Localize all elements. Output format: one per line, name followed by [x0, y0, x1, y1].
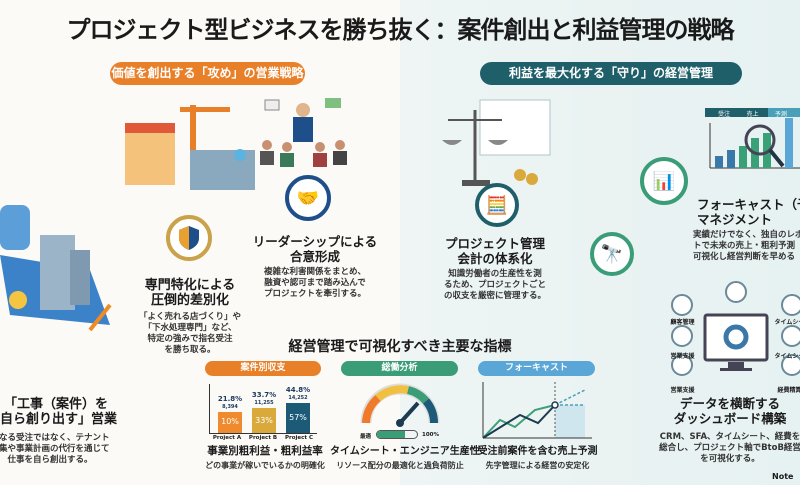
node-label: タイムシー — [774, 319, 800, 326]
item-title: フォーキャスト（予測 マネジメント — [697, 197, 800, 227]
forecast-chart-illustration — [705, 108, 800, 169]
metric-title: 受注前案件を含む売上予測 — [477, 446, 598, 457]
utilization-progress-bar — [376, 430, 418, 439]
item-title: データを横断する ダッシュボード構築 — [673, 396, 787, 426]
bar-data-label: 44.8%14,252 — [285, 386, 311, 402]
gauge-low-label: 最適 — [360, 434, 372, 440]
telescope-icon: 🔭 — [590, 232, 634, 276]
metric-title: 事業別粗利益・粗利益率 — [207, 445, 323, 457]
item-desc: 単なる受注ではなく、テナント 募集や事業計画の代行を通じて 仕事を自ら創出する。 — [0, 433, 110, 465]
bar: 57% — [286, 403, 310, 433]
stage-label: 受注 — [718, 111, 731, 118]
metric-label-utilization: 総働分析 — [341, 361, 458, 376]
node-label: 経費精算 — [777, 387, 800, 394]
metric-desc: リソース配分の最適化と過負荷防止 — [336, 461, 464, 470]
bar-data-label: 33.7%11,255 — [251, 390, 277, 406]
item-title: リーダーシップによる 合意形成 — [252, 234, 378, 264]
bar-category-label: Project C — [285, 435, 313, 441]
forecast-stages: 受注 売上 予測 — [710, 109, 795, 118]
scales-illustration — [442, 99, 551, 186]
node-label: タイムシー — [774, 353, 800, 360]
metric-desc: 先字管理による経営の安定化 — [485, 461, 590, 470]
node-label: 営業支援 — [670, 353, 695, 360]
item-desc: 複雑な利害関係をまとめ、 融資や認可まで踏み込んで プロジェクトを牽引する。 — [263, 267, 366, 299]
bar-categories: Project A Project B Project C — [209, 435, 317, 441]
bar-data-label: 21.8%8,394 — [217, 395, 243, 411]
bar-category-label: Project B — [248, 435, 278, 441]
item-title: 「工事（案件）を 自ら創り出す」営業 — [0, 397, 118, 427]
right-section-label: 利益を最大化する「守り」の経営管理 — [480, 62, 742, 85]
item-title: プロジェクト管理 会計の体系化 — [444, 236, 545, 266]
metric-title: タイムシート・エンジニア生産性 — [330, 446, 480, 457]
node-label: 顧客管理 — [670, 319, 695, 326]
item-desc: CRM、SFA、タイムシート、経費を 総合し、プロジェクト軸でBtoB経営 を可… — [659, 432, 800, 464]
gauge-chart — [360, 383, 440, 427]
handshake-icon: 🤝 — [285, 175, 331, 221]
metric-label-forecast: フォーキャスト — [478, 361, 595, 376]
metric-label-profit: 案件別収支 — [205, 361, 321, 376]
page-title: プロジェクト型ビジネスを勝ち抜く：案件創出と利益管理の戦略 — [66, 16, 735, 44]
bar: 33% — [252, 407, 276, 433]
dashboard-monitor-icon — [671, 281, 800, 376]
calculator-icon: 🧮 — [475, 183, 519, 227]
bar-category-label: Project A — [212, 435, 242, 441]
growth-chart-icon: 📊 — [640, 157, 688, 205]
item-title: 専門特化による 圧倒的差別化 — [144, 278, 236, 308]
stage-label: 予測 — [774, 111, 787, 118]
metrics-heading: 経営管理で可視化すべき主要な指標 — [288, 339, 512, 355]
bar: 10% — [218, 412, 242, 433]
watermark: Note — [772, 472, 794, 481]
profit-bar-chart: 10%21.8%8,394 33%33.7%11,255 57%44.8%14,25… — [209, 384, 317, 434]
blueprint-building-icon — [0, 205, 112, 332]
shield-icon — [166, 215, 212, 261]
item-desc: 実績だけでなく、独自のレポ トで未来の売上・粗利予測 可視化し経営判断を早める — [693, 230, 800, 262]
leadership-people-illustration — [260, 98, 347, 167]
forecast-line-chart — [482, 382, 592, 439]
gauge-high-label: 100% — [422, 432, 439, 438]
metric-desc: どの事業が稼いでいるかの明確化 — [205, 461, 325, 470]
node-label: 営業支援 — [670, 387, 695, 394]
stage-label: 売上 — [746, 111, 759, 118]
left-section-label: 価値を創出する「攻め」の営業戦略 — [110, 62, 305, 85]
shop-factory-illustration — [125, 105, 255, 190]
item-desc: 知識労働者の生産性を測 るため、プロジェクトごと の収支を厳密に管理する。 — [443, 269, 546, 301]
item-desc: 「よく売れる店づくり」や 「下水処理専門」など、 特定の強みで指名受注 を勝ち取… — [138, 312, 241, 355]
